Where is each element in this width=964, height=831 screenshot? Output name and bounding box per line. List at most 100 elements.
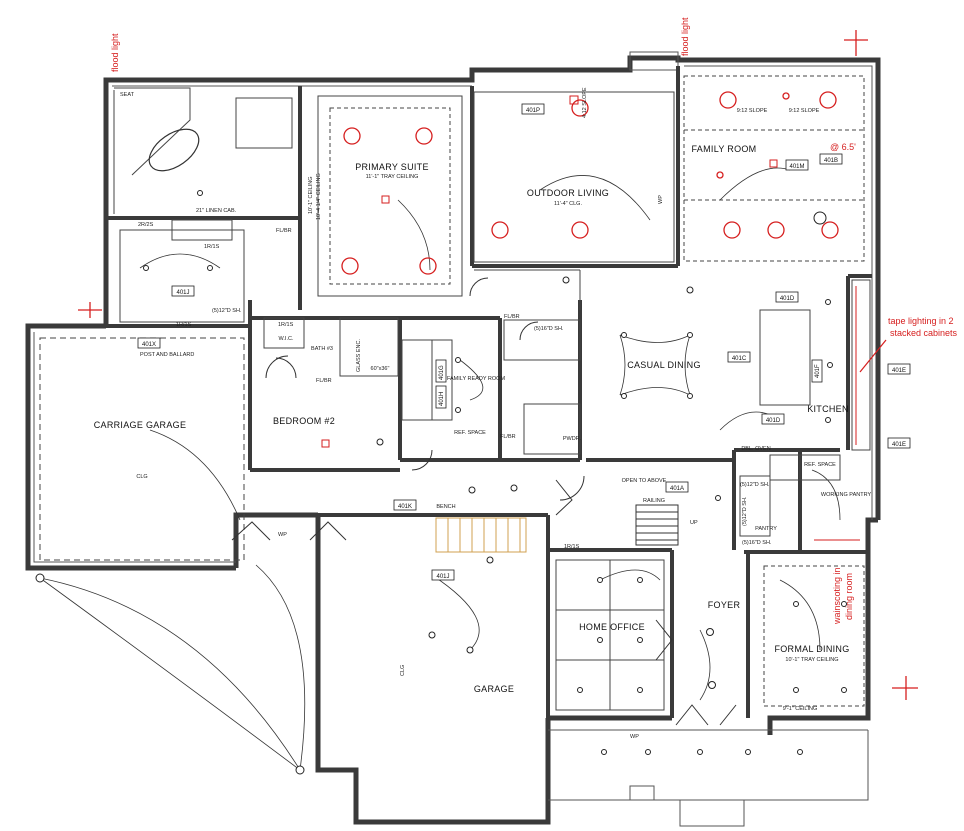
fixture [841, 601, 847, 607]
tag-401d-2: 401D [766, 418, 781, 424]
tag-401f: 401F [815, 364, 821, 378]
label-bench: BENCH [436, 504, 455, 510]
fixture [466, 646, 474, 654]
fixture [813, 211, 827, 225]
label-clg-2: CLG [400, 665, 406, 676]
fixture [637, 577, 643, 583]
label-kitchen: KITCHEN [807, 404, 849, 414]
fixture [645, 749, 651, 755]
label-casual-dining: CASUAL DINING [627, 360, 701, 370]
room-labels: PRIMARY SUITE 11'-1" TRAY CEILING 10'-4 … [94, 87, 872, 712]
fixture [455, 357, 461, 363]
light-fixture [341, 257, 359, 275]
light-fixture [819, 91, 837, 109]
label-wp-3: WP [658, 195, 664, 204]
label-garage: GARAGE [474, 684, 514, 694]
label-family-ready-room: FAMILY READY ROOM [447, 376, 505, 382]
fixture [597, 577, 603, 583]
light-fixture [571, 221, 589, 239]
note-tape-lighting-1: tape lighting in 2 [888, 316, 954, 326]
light-fixture [821, 221, 839, 239]
label-fl-br-2: FL/BR [316, 378, 332, 384]
note-wainscoting-2: dining room [844, 573, 854, 620]
label-wp-1: WP [278, 532, 287, 538]
fixture [562, 276, 570, 284]
fixture [715, 495, 721, 501]
label-primary-suite-ceiling: 11'-1" TRAY CEILING [366, 174, 419, 180]
label-fl-br-3: FL/BR [504, 314, 520, 320]
fixture [510, 484, 518, 492]
door-swings [231, 277, 737, 726]
label-dbl-oven: DBL. OVEN [741, 446, 770, 452]
label-seat: SEAT [120, 92, 135, 98]
label-clg: CLG [136, 474, 147, 480]
label-outdoor-living-ceiling: 11'-4" CLG. [554, 201, 582, 207]
label-fl-br-4: FL/BR [500, 434, 516, 440]
fixture [35, 573, 45, 583]
tag-401k: 401K [398, 504, 412, 510]
fixture [486, 556, 494, 564]
fixture [207, 265, 213, 271]
light-fixture [343, 127, 361, 145]
fixture [621, 393, 627, 399]
label-open-to-above: OPEN TO ABOVE [622, 478, 667, 484]
label-pwdr: PWDR. [563, 436, 582, 442]
markup-squares [321, 95, 778, 448]
tag-401c: 401C [732, 356, 747, 362]
label-formal-dining-ceiling: 10'-1" TRAY CEILING [785, 657, 838, 663]
label-shelf-3: (5)12"D SH. [740, 482, 770, 488]
fixture [708, 681, 716, 689]
label-up: UP [690, 520, 698, 526]
fixture [621, 332, 627, 338]
label-outdoor-living: OUTDOOR LIVING [527, 188, 609, 198]
fixture [428, 631, 436, 639]
fixture [687, 332, 693, 338]
label-bedroom-2: BEDROOM #2 [273, 416, 335, 426]
tag-401j: 401J [176, 290, 189, 296]
tag-401b: 401B [824, 158, 838, 164]
fixture [827, 362, 833, 368]
small-fixtures [35, 190, 847, 775]
fixture [601, 749, 607, 755]
light-fixture [719, 91, 737, 109]
fixture [825, 299, 831, 305]
note-flood-light-right: flood light [680, 17, 690, 56]
label-ref-space-2: REF. SPACE [454, 430, 486, 436]
fixture [637, 687, 643, 693]
label-shelf-5: (5)12"D SH. [742, 496, 748, 526]
light-fixture [782, 92, 790, 100]
tag-401a: 401A [670, 486, 684, 492]
fixture [295, 765, 305, 775]
fixture [197, 190, 203, 196]
label-home-office: HOME OFFICE [579, 622, 645, 632]
markup-crosses [78, 30, 918, 700]
label-shower: 60"x36" [371, 366, 390, 372]
light-fixture [415, 127, 433, 145]
label-post-ballard: POST AND BALLARD [140, 352, 194, 358]
label-primary-suite: PRIMARY SUITE [355, 162, 429, 172]
stair-up [635, 504, 679, 546]
light-fixture [419, 257, 437, 275]
label-ceiling-9-1: 9'-1" CEILING [783, 706, 818, 712]
tag-401g: 401G [439, 365, 445, 380]
tag-401e-2: 401E [892, 442, 906, 448]
label-formal-dining: FORMAL DINING [774, 644, 849, 654]
label-wic: W.I.C. [279, 336, 294, 342]
fixture [597, 637, 603, 643]
tape-lighting-leader [859, 339, 887, 373]
light-fixture [767, 221, 785, 239]
label-wp-2: WP [630, 734, 639, 740]
label-slope-c: 4:12 SLOPE [582, 87, 588, 118]
tag-401p: 401P [526, 108, 540, 114]
label-rs-5: 1R/1S [564, 544, 580, 550]
light-fixture [491, 221, 509, 239]
label-ceiling-left-b: 10'-1" CEILING [308, 176, 314, 214]
stairs [435, 517, 527, 553]
tag-401d: 401D [780, 296, 795, 302]
tag-401e-1: 401E [892, 368, 906, 374]
note-flood-light-left: flood light [110, 33, 120, 72]
fixture [797, 749, 803, 755]
wiring [39, 167, 841, 771]
tag-401h: 401H [439, 392, 445, 406]
